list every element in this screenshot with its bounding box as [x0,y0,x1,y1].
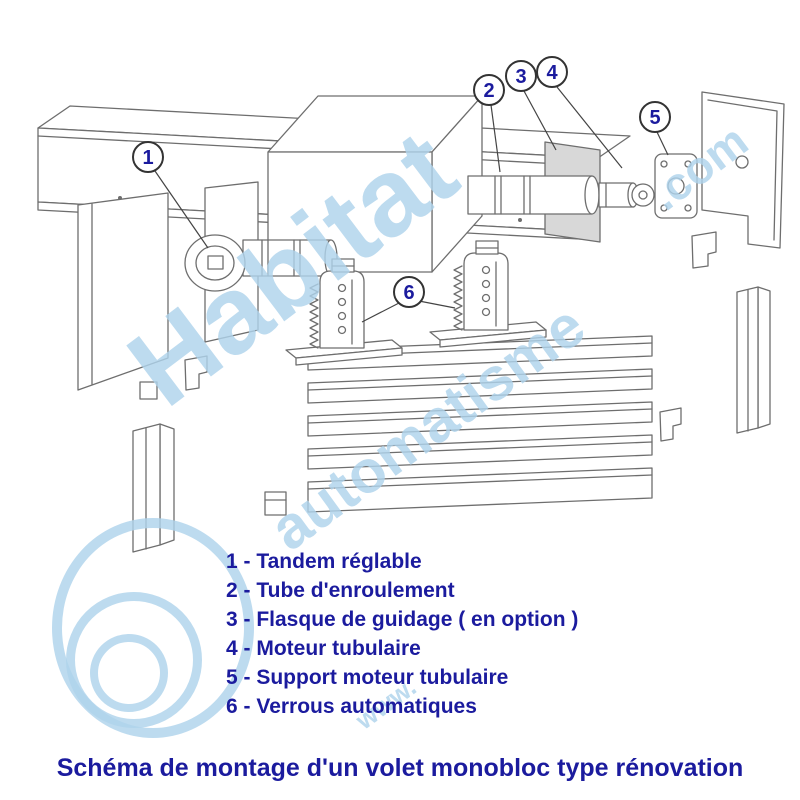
callout-number-5: 5 [649,107,660,129]
left-guide-rail [132,423,175,553]
clip-right [659,407,682,442]
motor-support [654,153,698,219]
callout-circle-4 [536,56,568,88]
callout-circle-3 [505,60,537,92]
clip-bottom [264,491,287,516]
tandem [184,234,338,292]
end-cap [139,381,158,400]
right-guide-rail [736,286,771,434]
legend-item-2: 2 - Tube d'enroulement [226,579,455,602]
right-side-plate [701,91,785,249]
parts-legend: 1 - Tandem réglable 2 - Tube d'enrouleme… [226,547,578,721]
verrou-right [429,240,547,348]
clip-left [184,355,208,391]
right-clip [691,231,717,269]
callout-leaders [154,86,669,323]
legend-item-6: 6 - Verrous automatiques [226,695,477,718]
callout-circle-6 [393,276,425,308]
callout-number-3: 3 [515,66,526,88]
roller-tube [467,175,600,215]
tubular-motor [598,182,655,208]
legend-item-1: 1 - Tandem réglable [226,550,422,573]
legend-item-4: 4 - Moteur tubulaire [226,637,421,660]
page-title: Schéma de montage d'un volet monobloc ty… [56,754,744,782]
callout-number-2: 2 [483,80,494,102]
callout-number-1: 1 [142,147,153,169]
shutter-slats [307,335,653,513]
callout-circle-1 [132,141,164,173]
callout-number-4: 4 [546,62,558,84]
legend-item-5: 5 - Support moteur tubulaire [226,666,509,689]
left-end-plate [77,192,169,391]
callout-number-6: 6 [403,282,414,304]
callout-circle-2 [473,74,505,106]
legend-item-3: 3 - Flasque de guidage ( en option ) [226,608,579,631]
callout-circles [132,56,671,308]
callout-circle-5 [639,101,671,133]
